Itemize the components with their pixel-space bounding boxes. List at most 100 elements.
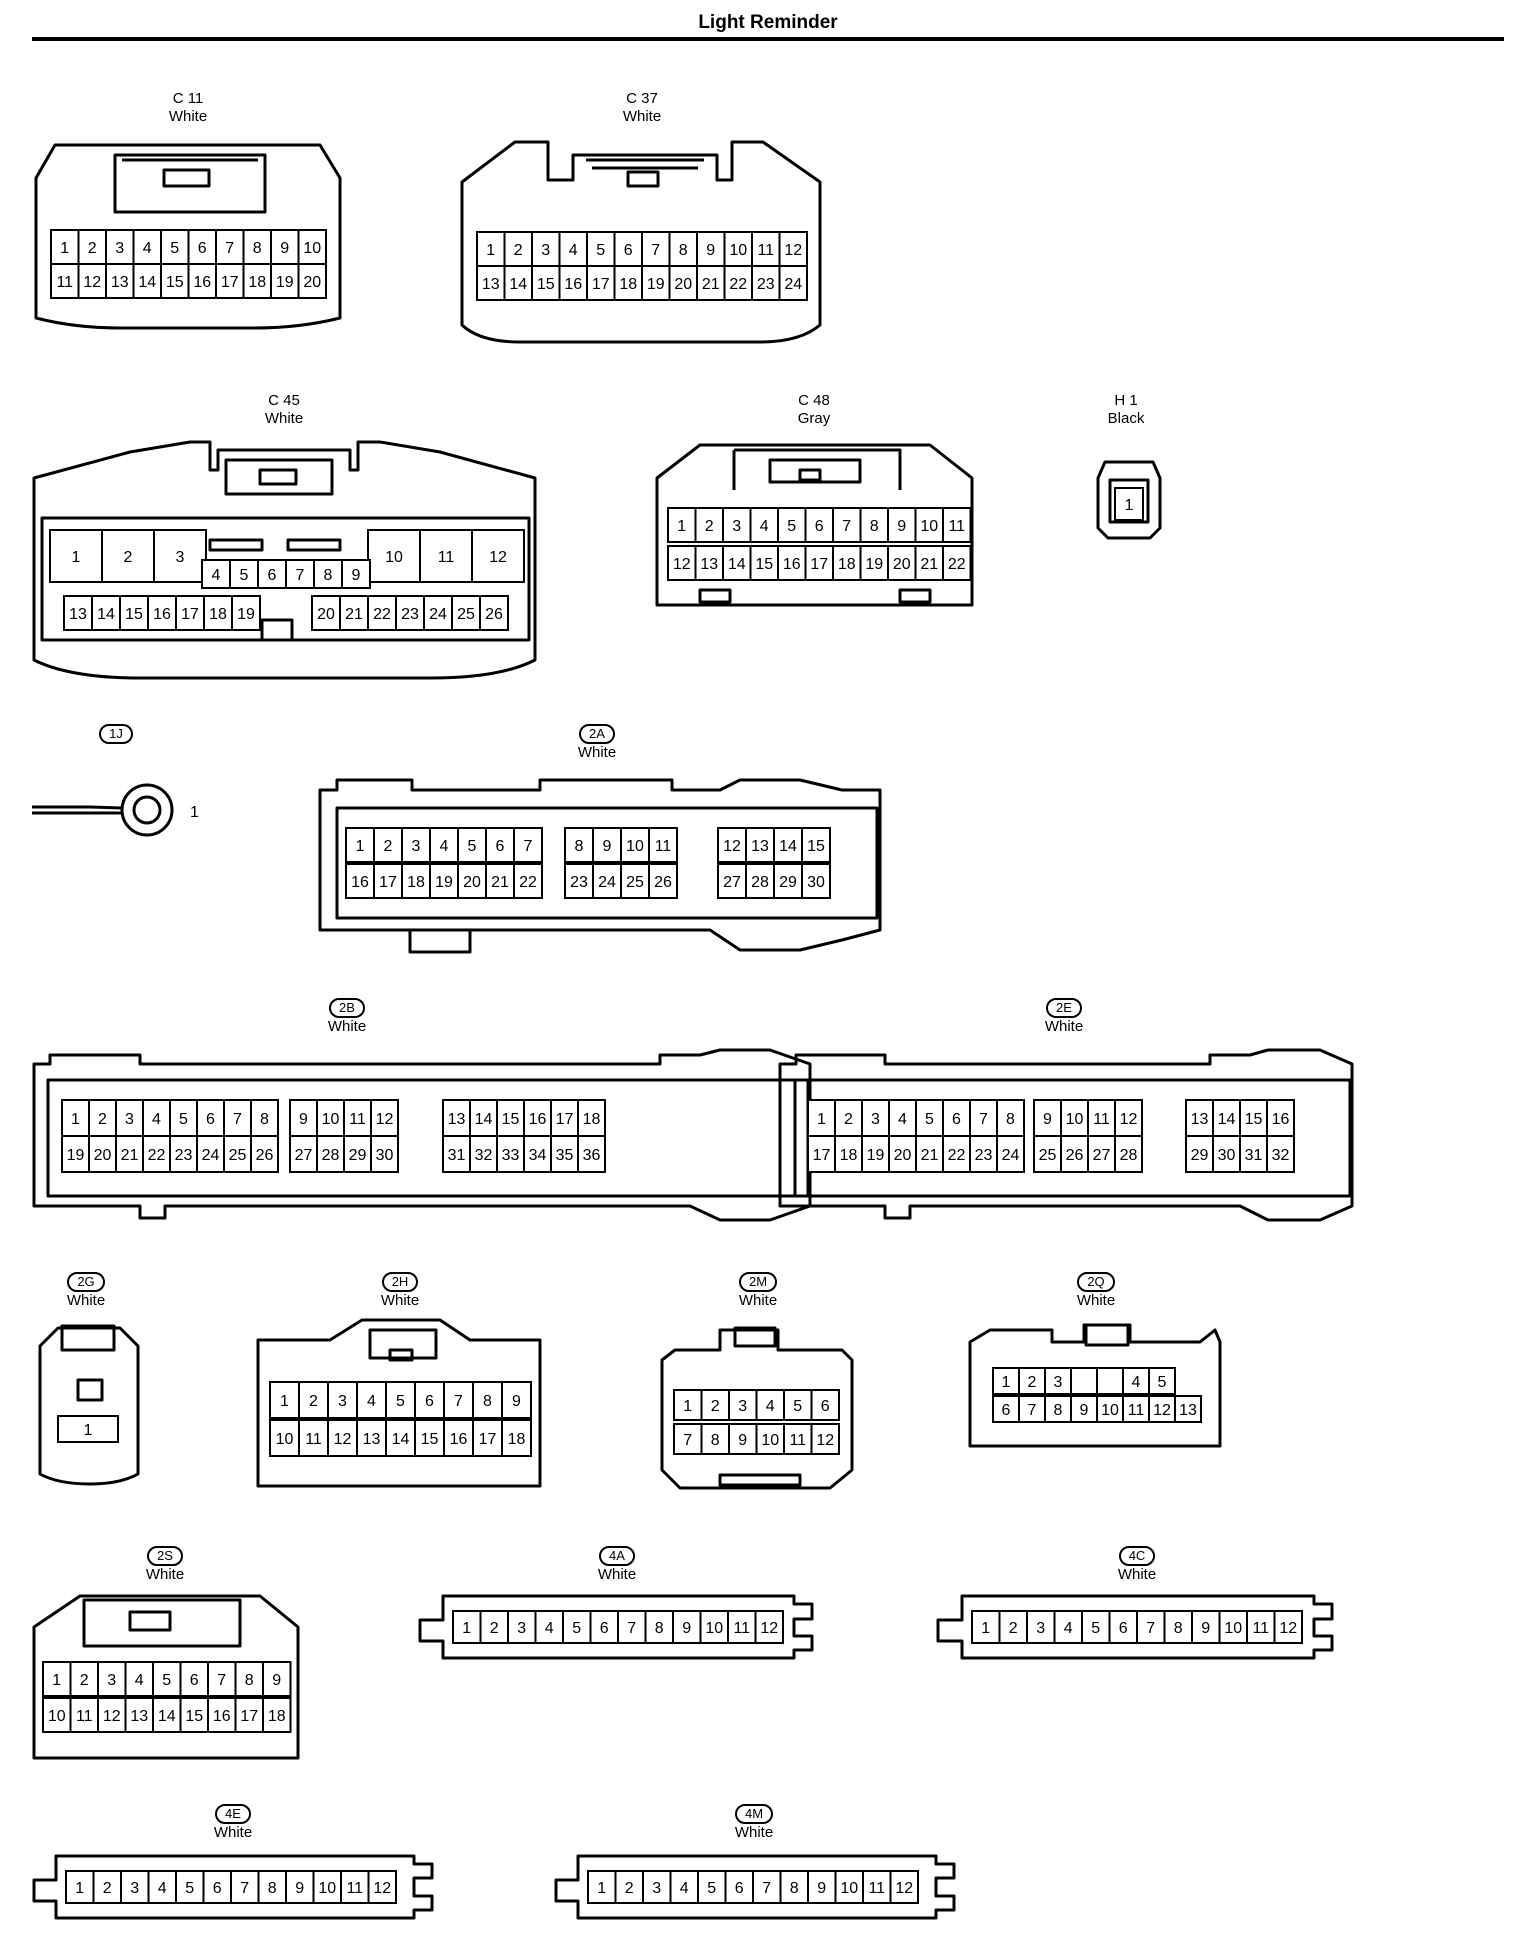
svg-text:8: 8 (575, 838, 584, 855)
svg-text:13: 13 (448, 1111, 466, 1128)
svg-text:8: 8 (260, 1111, 269, 1128)
svg-text:3: 3 (176, 549, 185, 566)
connector-code: C 45 (268, 392, 300, 409)
pin-2q-4: 4 (1122, 1367, 1150, 1395)
svg-text:3: 3 (130, 1880, 139, 1897)
svg-text:4: 4 (143, 240, 152, 257)
svg-text:22: 22 (729, 276, 747, 293)
svg-text:4: 4 (440, 838, 449, 855)
svg-text:3: 3 (412, 838, 421, 855)
pin-4c-12: 12 (1273, 1610, 1303, 1644)
connector-caption-2q: 2Q White (1046, 1272, 1146, 1310)
svg-text:23: 23 (175, 1147, 193, 1164)
svg-text:30: 30 (1218, 1147, 1236, 1164)
pin-2a-22: 22 (513, 863, 543, 899)
pin-2m-7: 7 (673, 1423, 703, 1455)
svg-text:25: 25 (1039, 1147, 1057, 1164)
svg-text:12: 12 (816, 1432, 834, 1449)
pin-4a-11: 11 (727, 1610, 757, 1644)
svg-text:4: 4 (1064, 1620, 1073, 1637)
svg-text:1: 1 (683, 1398, 692, 1415)
svg-text:23: 23 (401, 606, 419, 623)
svg-text:27: 27 (295, 1147, 313, 1164)
pin-2a-25: 25 (620, 863, 650, 899)
pin-c48-2: 2 (694, 507, 724, 543)
svg-text:1: 1 (1125, 497, 1134, 514)
pin-2s-12: 12 (97, 1697, 127, 1733)
pin-2e-23: 23 (969, 1135, 998, 1173)
svg-text:11: 11 (948, 518, 965, 535)
svg-text:2: 2 (1028, 1374, 1037, 1391)
svg-text:11: 11 (1093, 1111, 1110, 1128)
svg-text:24: 24 (202, 1147, 220, 1164)
pin-2s-18: 18 (262, 1697, 292, 1733)
svg-text:9: 9 (682, 1620, 691, 1637)
pin-2e-32: 32 (1266, 1135, 1295, 1173)
pin-c11-9: 9 (270, 229, 300, 265)
svg-text:4: 4 (212, 567, 221, 584)
pin-c11-17: 17 (215, 263, 245, 299)
svg-text:35: 35 (556, 1147, 574, 1164)
svg-text:34: 34 (529, 1147, 547, 1164)
pin-2b-16: 16 (523, 1099, 552, 1137)
pin-c11-4: 4 (132, 229, 162, 265)
connector-housing-2s (32, 1594, 300, 1760)
svg-text:6: 6 (496, 838, 505, 855)
pin-4c-8: 8 (1163, 1610, 1193, 1644)
pin-2e-22: 22 (942, 1135, 971, 1173)
pin-c37-1: 1 (476, 231, 506, 267)
svg-text:13: 13 (69, 606, 87, 623)
svg-text:14: 14 (138, 274, 156, 291)
pin-c45-17: 17 (175, 595, 205, 631)
pin-2e-31: 31 (1239, 1135, 1268, 1173)
svg-text:7: 7 (524, 838, 533, 855)
svg-text:14: 14 (475, 1111, 493, 1128)
pin-4c-9: 9 (1191, 1610, 1221, 1644)
pin-2a-2: 2 (373, 827, 403, 863)
svg-text:5: 5 (787, 518, 796, 535)
connector-color: White (213, 1824, 253, 1841)
pin-c11-18: 18 (242, 263, 272, 299)
pin-2b-5: 5 (169, 1099, 198, 1137)
pin-2e-12: 12 (1114, 1099, 1143, 1137)
svg-text:4: 4 (680, 1880, 689, 1897)
connector-color: White (327, 1018, 367, 1035)
svg-text:15: 15 (166, 274, 184, 291)
pin-2e-19: 19 (861, 1135, 890, 1173)
pin-c37-21: 21 (696, 265, 726, 301)
pin-c11-3: 3 (105, 229, 135, 265)
svg-text:17: 17 (221, 274, 239, 291)
pin-c37-22: 22 (723, 265, 753, 301)
svg-text:3: 3 (652, 1880, 661, 1897)
svg-text:19: 19 (647, 276, 665, 293)
pin-2e-25: 25 (1033, 1135, 1062, 1173)
svg-text:11: 11 (655, 838, 672, 855)
svg-text:7: 7 (240, 1880, 249, 1897)
svg-text:27: 27 (1093, 1147, 1111, 1164)
pin-2q-6: 6 (992, 1395, 1020, 1423)
pin-2b-36: 36 (577, 1135, 606, 1173)
pin-2e-13: 13 (1185, 1099, 1214, 1137)
pin-c48-9: 9 (887, 507, 917, 543)
pin-c45-15: 15 (119, 595, 149, 631)
svg-text:10: 10 (1224, 1620, 1242, 1637)
connector-caption-c11: C 11 White (138, 90, 238, 126)
pin-4a-2: 2 (479, 1610, 509, 1644)
svg-text:11: 11 (56, 274, 73, 291)
pin-2s-1: 1 (42, 1661, 72, 1697)
pin-2s-16: 16 (207, 1697, 237, 1733)
pin-2a-21: 21 (485, 863, 515, 899)
pin-c45-23: 23 (395, 595, 425, 631)
pin-2m-10: 10 (755, 1423, 785, 1455)
pin-4a-12: 12 (754, 1610, 784, 1644)
connector-caption-4e: 4E White (183, 1804, 283, 1842)
svg-text:20: 20 (893, 556, 911, 573)
pin-2a-12: 12 (717, 827, 747, 863)
pin-h1-1: 1 (1114, 487, 1144, 521)
svg-text:10: 10 (322, 1111, 340, 1128)
pin-c11-10: 10 (297, 229, 327, 265)
connector-color: White (577, 744, 617, 761)
pin-c48-4: 4 (749, 507, 779, 543)
pin-c45-6: 6 (257, 559, 287, 589)
pin-2s-2: 2 (69, 1661, 99, 1697)
